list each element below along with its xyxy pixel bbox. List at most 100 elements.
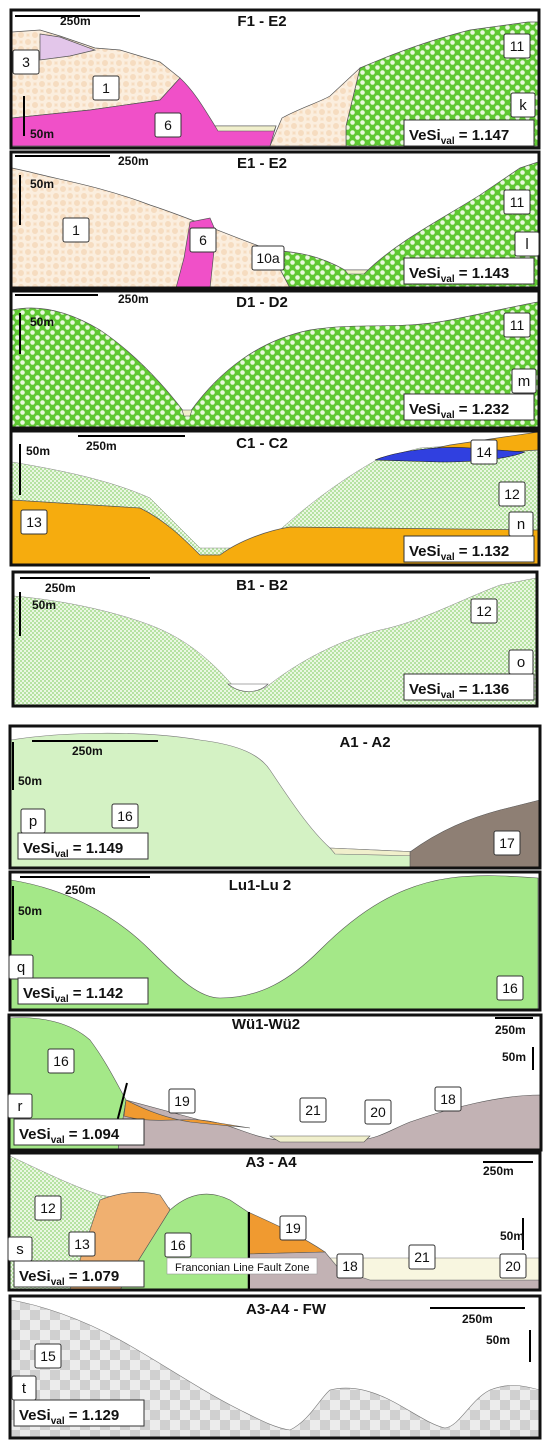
vesi-value: VeSival = 1.149 [23, 840, 123, 860]
unit-label-box: 18 [434, 1086, 462, 1112]
panel-letter: t [22, 1380, 27, 1397]
horizontal-scale-label: 250m [65, 883, 96, 897]
unit-16-body [9, 1017, 127, 1151]
unit-label: 18 [342, 1258, 358, 1274]
vesi-value: VeSival = 1.147 [409, 127, 509, 147]
fault-zone-annotation: Franconian Line Fault Zone [166, 1257, 318, 1275]
unit-1-right-slope [269, 66, 361, 147]
horizontal-scale-label: 250m [495, 1023, 526, 1037]
panel-letter-box: s [7, 1236, 33, 1262]
vesi-value: VeSival = 1.232 [409, 401, 509, 421]
vesi-value: VeSival = 1.129 [19, 1407, 119, 1427]
fault-line [116, 1082, 128, 1123]
unit-label: 12 [504, 486, 520, 502]
vertical-scale-label: 50m [30, 315, 54, 329]
unit-label: 18 [440, 1091, 456, 1107]
panel-letter-box: n [508, 511, 534, 537]
panel-letter-box: m [511, 368, 537, 394]
unit-11-body [269, 161, 539, 289]
vertical-scale-label: 50m [30, 127, 54, 141]
unit-label: 20 [370, 1104, 386, 1120]
panel-letter-box: p [20, 808, 46, 834]
vesi-value: VeSival = 1.094 [19, 1126, 120, 1146]
vesi-value-box: VeSival = 1.147 [403, 119, 535, 147]
panel-frame [7, 1151, 542, 1292]
unit-label: 10a [256, 250, 280, 266]
unit-label-box: 18 [336, 1253, 364, 1279]
unit-6-body [11, 77, 277, 147]
section-title: A3-A4 - FW [246, 1301, 327, 1318]
panel-f1-e2 [9, 8, 541, 150]
unit-label-box: 12 [470, 598, 498, 624]
unit-label-box: 15 [34, 1343, 62, 1369]
unit-label: 15 [40, 1348, 56, 1364]
panel-lu1-lu2 [8, 870, 542, 1012]
unit-label: 1 [102, 80, 110, 96]
vertical-scale-label: 50m [32, 598, 56, 612]
vesi-value: VeSival = 1.079 [19, 1268, 119, 1288]
unit-label-box: 10a [251, 245, 285, 271]
panel-frame [9, 289, 541, 430]
panel-frame [9, 150, 541, 290]
unit-label: 13 [26, 514, 42, 530]
horizontal-scale-label: 250m [86, 439, 117, 453]
unit-label-box: 19 [168, 1088, 196, 1114]
unit-label: 21 [305, 1102, 321, 1118]
unit-label: 3 [22, 54, 30, 70]
panel-letter: r [18, 1098, 23, 1115]
panel-letter: s [16, 1241, 24, 1258]
section-title: A1 - A2 [339, 734, 390, 751]
unit-label-box: 20 [364, 1099, 392, 1125]
unit-label-box: 12 [498, 481, 526, 507]
panel-frame [8, 724, 542, 870]
unit-1-body [11, 167, 291, 289]
unit-label: 1 [72, 222, 80, 238]
panel-frame [8, 870, 542, 1012]
unit-label-box: 1 [92, 75, 120, 101]
vesi-value: VeSival = 1.136 [409, 681, 509, 701]
horizontal-scale-label: 250m [60, 14, 91, 28]
unit-20-body [268, 1135, 371, 1143]
section-title: E1 - E2 [237, 155, 287, 172]
section-title: F1 - E2 [237, 13, 286, 30]
unit-19-body [123, 1099, 251, 1129]
panel-letter-box: t [11, 1375, 37, 1401]
unit-label: 16 [170, 1237, 186, 1253]
panel-letter: l [525, 236, 528, 253]
unit-label: 6 [199, 232, 207, 248]
unit-label: 11 [510, 194, 525, 210]
unit-label-box: 6 [189, 227, 217, 253]
unit-label-box: 6 [154, 112, 182, 138]
unit-label-box: 3 [12, 49, 40, 75]
unit-label: 13 [74, 1236, 90, 1252]
vesi-value-box: VeSival = 1.149 [17, 832, 149, 860]
unit-label-box: 19 [279, 1215, 307, 1241]
unit-label: 17 [499, 835, 515, 851]
vesi-value-box: VeSival = 1.142 [17, 977, 149, 1005]
vesi-value-box: VeSival = 1.094 [13, 1118, 145, 1146]
unit-label-box: 16 [496, 975, 524, 1001]
unit-label-box: 16 [111, 803, 139, 829]
horizontal-scale-label: 250m [45, 581, 76, 595]
horizontal-scale-label: 250m [483, 1164, 514, 1178]
unit-label-box: 20 [499, 1253, 527, 1279]
unit-label: 11 [510, 38, 525, 54]
unit-18-body [117, 1094, 541, 1151]
panel-frame [7, 1013, 543, 1152]
unit-label-box: 11 [503, 312, 531, 338]
vertical-scale-label: 50m [500, 1229, 524, 1243]
vertical-scale-label: 50m [18, 904, 42, 918]
valley-floor [181, 409, 193, 417]
horizontal-scale-label: 250m [462, 1312, 493, 1326]
unit-label-box: 13 [20, 509, 48, 535]
vertical-scale-label: 50m [26, 444, 50, 458]
section-title: D1 - D2 [236, 294, 288, 311]
unit-label: 14 [476, 444, 492, 460]
